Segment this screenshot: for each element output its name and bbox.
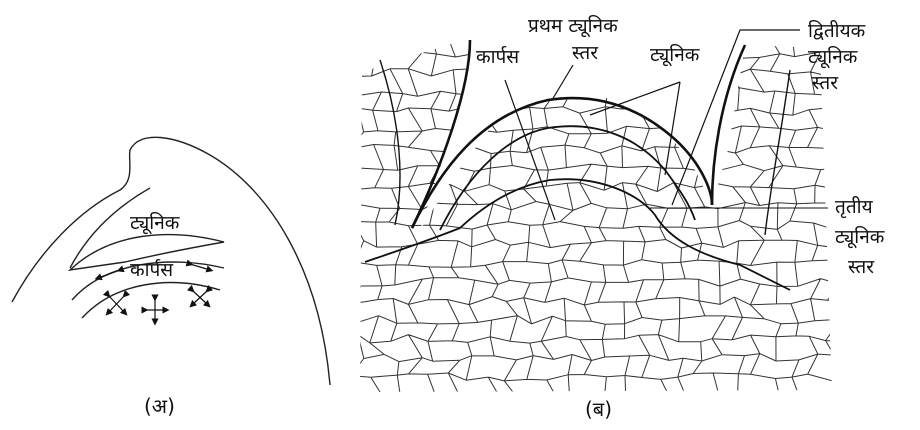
first-tunica-layer-line xyxy=(440,126,695,230)
caption-b: (ब) xyxy=(585,395,612,422)
right-leaf-outer-edge xyxy=(712,45,745,205)
label-b-second-tunica-2: ट्यूनिक xyxy=(808,46,857,68)
label-a-corpus: कार्पस xyxy=(130,259,173,281)
leader-first-tunica xyxy=(552,65,573,100)
label-b-tunica: ट्यूनिक xyxy=(650,44,699,66)
label-b-third-tunica-2: ट्यूनिक xyxy=(835,226,884,248)
caption-a: (अ) xyxy=(144,392,175,419)
label-b-corpus: कार्पस xyxy=(476,46,519,68)
leader-tunica-b xyxy=(665,82,680,175)
label-b-first-tunica: प्रथम ट्यूनिक xyxy=(528,15,618,37)
label-b-third-tunica-3: स्तर xyxy=(848,256,874,278)
growth-arrow-1 xyxy=(98,270,120,278)
left-leaf-outer-edge xyxy=(412,40,470,228)
leader-tunica-a xyxy=(590,82,680,115)
cell-walls xyxy=(351,31,860,400)
label-b-second-tunica-1: द्वितीयक xyxy=(808,20,865,42)
left-leaf-inner-line xyxy=(380,60,400,225)
corpus-boundary xyxy=(82,283,220,318)
label-b-second-tunica-3: स्तर xyxy=(812,72,838,94)
label-a-tunica: ट्यूनिक xyxy=(130,212,179,234)
label-b-first-tunica-2: स्तर xyxy=(572,42,598,64)
figure-b-outlines xyxy=(365,40,790,290)
label-b-third-tunica-1: तृतीय xyxy=(835,196,873,218)
cell-network xyxy=(351,31,860,400)
